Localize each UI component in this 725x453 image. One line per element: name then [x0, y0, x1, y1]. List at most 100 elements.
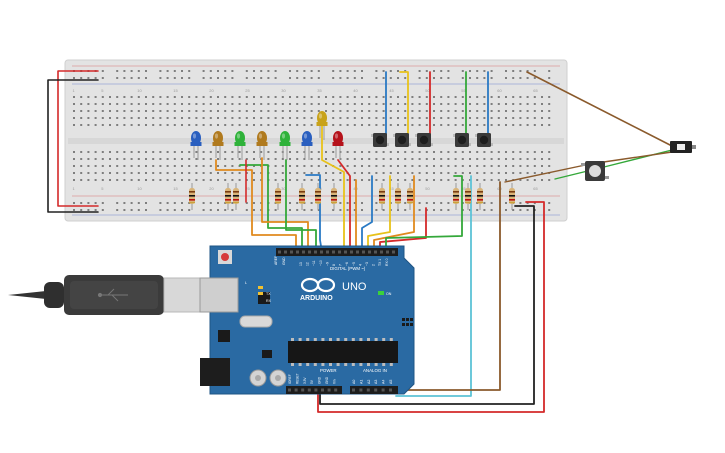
- power-pin-label: 5V: [310, 379, 314, 384]
- slide-switch[interactable]: [670, 141, 696, 153]
- dc-power-jack: [200, 358, 230, 386]
- power-pin-label: Vin: [332, 379, 336, 384]
- wire-orange-led: [215, 159, 297, 253]
- resistor[interactable]: [225, 183, 231, 210]
- pushbutton[interactable]: [393, 133, 411, 147]
- column-number: 50: [425, 88, 430, 93]
- digital-pin-label: RX 0: [385, 258, 389, 266]
- label-gnd-top: GND: [282, 257, 286, 265]
- column-number: 25: [245, 186, 250, 191]
- digital-pin-label: TX 1: [378, 259, 382, 266]
- usb-cable[interactable]: [8, 275, 205, 315]
- resistor[interactable]: [379, 183, 385, 210]
- digital-header[interactable]: [276, 248, 398, 256]
- digital-pin-label: 13: [299, 262, 303, 266]
- arduino-logo-text: ARDUINO: [300, 295, 333, 302]
- resistor[interactable]: [509, 183, 515, 210]
- wire-green-long: [385, 175, 463, 253]
- digital-pin-label: 8: [332, 264, 336, 266]
- analog-pin-label: A0: [352, 380, 356, 384]
- digital-pin-label: ~11: [312, 260, 316, 266]
- column-number: 65: [533, 88, 538, 93]
- column-number: 5: [101, 186, 104, 191]
- breadboard[interactable]: 1155101015152020252530303535404045455050…: [64, 59, 568, 222]
- usb-symbol-icon: [97, 288, 128, 302]
- column-number: 65: [533, 186, 538, 191]
- power-pin-label: RESET: [295, 373, 299, 384]
- led-blue[interactable]: [190, 131, 202, 160]
- wire-red-left-rail: [57, 70, 99, 207]
- wire-green-led2: [285, 159, 317, 253]
- column-number: 1: [73, 186, 76, 191]
- column-number: 40: [353, 88, 358, 93]
- arduino-uno-board[interactable]: ARDUINO UNO L TX RX ON DIGITAL (PWM ~) 1…: [199, 245, 415, 395]
- wire-green-led1: [239, 164, 303, 253]
- capacitors: [249, 369, 287, 387]
- power-header[interactable]: [286, 386, 342, 394]
- resistor[interactable]: [189, 183, 195, 210]
- wire-black-gnd: [319, 205, 535, 405]
- resistor[interactable]: [331, 183, 337, 210]
- resistor[interactable]: [315, 183, 321, 210]
- led-yellow[interactable]: [316, 111, 328, 140]
- led-green[interactable]: [279, 131, 291, 160]
- column-number: 55: [461, 88, 466, 93]
- label-tx: TX: [266, 292, 271, 296]
- analog-header-label: ANALOG IN: [363, 368, 387, 373]
- power-pin-label: GND: [325, 376, 329, 384]
- analog-pin-label: A1: [359, 380, 363, 384]
- voltage-regulator: [218, 330, 230, 342]
- led-row[interactable]: [190, 111, 344, 160]
- digital-pin-label: ~3: [365, 262, 369, 266]
- rx-led: [258, 292, 263, 295]
- smd-chip: [262, 350, 272, 358]
- wire-orange-led2: [261, 157, 309, 253]
- resistor[interactable]: [275, 183, 281, 210]
- power-pin-label: IOREF: [288, 374, 292, 384]
- pushbutton[interactable]: [415, 133, 433, 147]
- analog-header[interactable]: [350, 386, 398, 394]
- resistor[interactable]: [299, 183, 305, 210]
- column-number: 20: [209, 186, 214, 191]
- resistor[interactable]: [395, 183, 401, 210]
- analog-pin-label: A3: [374, 380, 378, 384]
- digital-pin-label: ~6: [345, 262, 349, 266]
- column-number: 45: [389, 88, 394, 93]
- led-blue[interactable]: [301, 131, 313, 160]
- digital-pin-label: 7: [339, 264, 343, 266]
- pushbutton-row[interactable]: [371, 133, 493, 147]
- resistor[interactable]: [465, 183, 471, 210]
- usb-port: [199, 277, 239, 313]
- label-rx: RX: [266, 299, 272, 303]
- wire-brown-switch-top: [526, 71, 673, 147]
- resistor[interactable]: [407, 183, 413, 210]
- reset-button[interactable]: [218, 250, 232, 264]
- column-number: 5: [101, 88, 104, 93]
- pushbutton[interactable]: [371, 133, 389, 147]
- analog-pin-label: A4: [382, 380, 386, 384]
- led-green[interactable]: [234, 131, 246, 160]
- resistor[interactable]: [453, 183, 459, 210]
- analog-pin-label: A5: [389, 380, 393, 384]
- digital-pin-label: ~5: [352, 262, 356, 266]
- wire-cyan-analog: [395, 175, 472, 397]
- crystal: [239, 315, 273, 328]
- pushbutton[interactable]: [475, 133, 493, 147]
- resistor[interactable]: [477, 183, 483, 210]
- power-pin-label: 3.3V: [303, 377, 307, 384]
- resistor[interactable]: [233, 183, 239, 210]
- wire-black-left-rail: [47, 79, 99, 213]
- column-number: 60: [497, 88, 502, 93]
- led-red[interactable]: [332, 131, 344, 160]
- resistor-row[interactable]: [189, 183, 515, 210]
- led-orange[interactable]: [256, 131, 268, 160]
- wire-brown-analog: [391, 181, 501, 391]
- external-pushbutton[interactable]: [581, 161, 609, 181]
- pushbutton[interactable]: [453, 133, 471, 147]
- arduino-infinity-icon: [300, 277, 336, 293]
- led-orange[interactable]: [212, 131, 224, 160]
